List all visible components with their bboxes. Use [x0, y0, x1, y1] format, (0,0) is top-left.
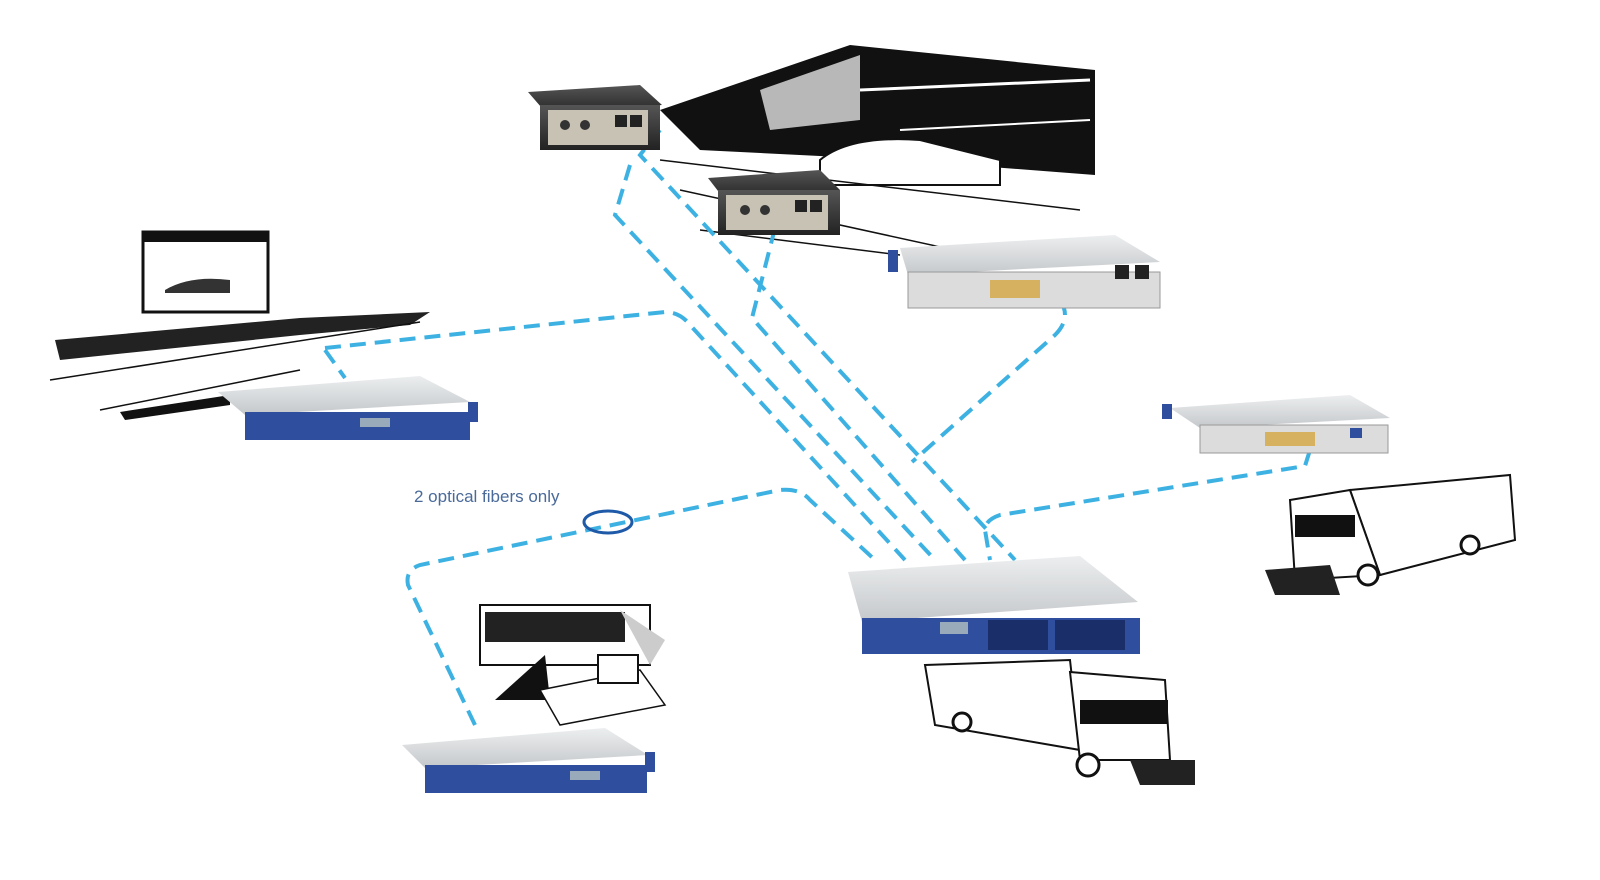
grandstand-rack-unit — [218, 376, 478, 440]
fiber-link-truck — [982, 449, 1312, 561]
fiber-link-grandstand-drop — [323, 348, 347, 380]
truck-rack-unit — [1162, 395, 1390, 454]
fiber-link-control-room — [405, 487, 877, 726]
fiber-link-pit-rack — [910, 298, 1067, 464]
fiber-link-camera-1 — [612, 164, 937, 562]
ob-truck-right — [1265, 473, 1517, 595]
ob-truck-bottom — [923, 658, 1195, 785]
fiber-highlight-ellipse — [582, 509, 634, 535]
control-room-scene — [479, 604, 667, 726]
central-hub-rack — [848, 556, 1140, 654]
grandstand-scene — [49, 230, 430, 420]
fiber-link-grandstand — [324, 309, 907, 562]
trackside-camera-box-1 — [528, 85, 662, 150]
pit-rack-unit — [888, 235, 1161, 309]
trackside-camera-box-2 — [708, 170, 840, 235]
fiber-link-camera-2 — [749, 227, 967, 562]
race-pit-scene — [659, 45, 1095, 261]
fiber-annotation-label: 2 optical fibers only — [414, 487, 560, 506]
control-room-rack-unit — [402, 728, 655, 793]
